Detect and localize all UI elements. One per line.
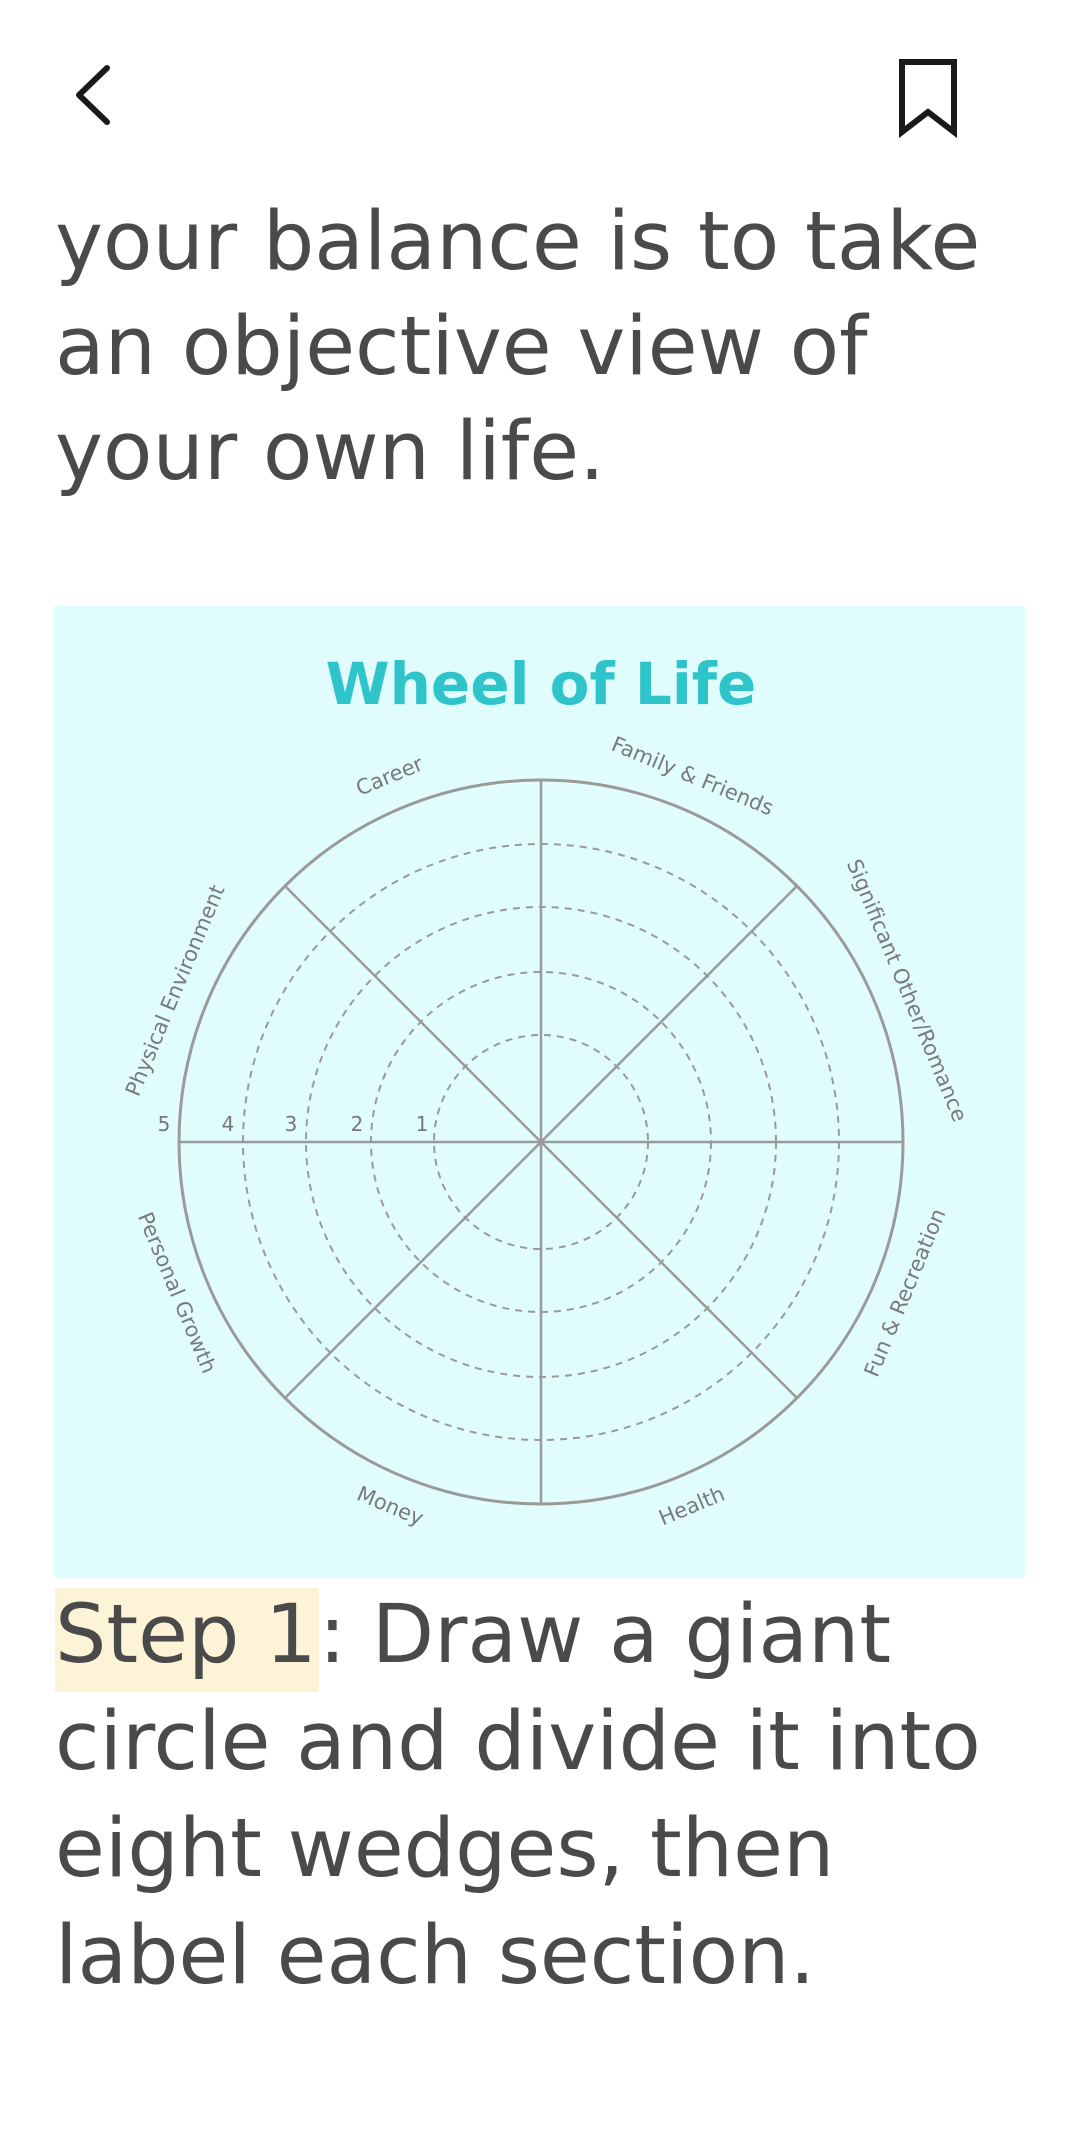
wheel-segment-label: Career bbox=[352, 751, 426, 800]
bookmark-button[interactable] bbox=[885, 50, 975, 140]
wheel-segment-label: Health bbox=[655, 1482, 728, 1531]
wheel-title: Wheel of Life bbox=[326, 650, 757, 718]
step-label-highlight: Step 1 bbox=[55, 1588, 319, 1692]
wheel-scale-label: 3 bbox=[285, 1112, 298, 1136]
step-instruction-text: : Draw a giant circle and divide it into… bbox=[55, 1588, 981, 2003]
wheel-divider-line bbox=[284, 885, 798, 1399]
chevron-left-icon bbox=[76, 65, 110, 125]
wheel-segment-label: Fun & Recreation bbox=[860, 1205, 951, 1380]
wheel-scale-label: 1 bbox=[416, 1112, 429, 1136]
wheel-segment-label: Significant Other/Romance bbox=[842, 856, 972, 1126]
wheel-segment-label: Family & Friends bbox=[608, 732, 777, 820]
wheel-scale-label: 2 bbox=[351, 1112, 364, 1136]
wheel-scale-label: 4 bbox=[222, 1112, 235, 1136]
bookmark-icon bbox=[899, 59, 957, 139]
wheel-of-life-diagram: Wheel of Life 5 4 3 2 1 Career Family & Friends… bbox=[121, 650, 972, 1531]
wheel-scale-label: 5 bbox=[158, 1112, 171, 1136]
wheel-of-life-figure: Wheel of Life 5 4 3 2 1 Career Family & Friends… bbox=[54, 606, 1025, 1578]
top-toolbar bbox=[0, 0, 1080, 190]
back-button[interactable] bbox=[55, 50, 135, 140]
step-instruction: Step 1: Draw a giant circle and divide i… bbox=[55, 1582, 1045, 2010]
article-intro-text: your balance is to take an objective vie… bbox=[55, 195, 981, 499]
wheel-segment-label: Personal Growth bbox=[133, 1209, 221, 1377]
wheel-segment-label: Money bbox=[353, 1482, 427, 1531]
